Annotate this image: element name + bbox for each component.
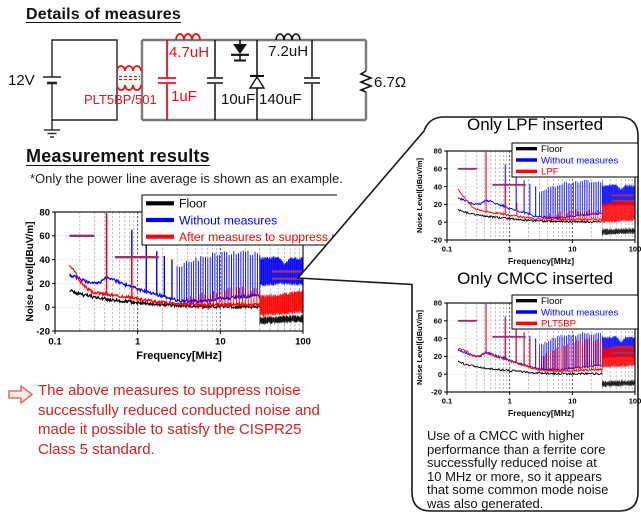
- cmcc-title: Only CMCC inserted: [457, 269, 613, 288]
- svg-text:40: 40: [434, 334, 442, 343]
- output-inductor-label: 7.2uH: [268, 43, 308, 60]
- svg-text:Floor: Floor: [541, 296, 564, 307]
- load-label: 6.7Ω: [374, 74, 406, 91]
- svg-text:0.1: 0.1: [48, 337, 62, 348]
- cmcc-symbol: [116, 65, 142, 91]
- svg-text:40: 40: [434, 182, 442, 191]
- svg-text:Frequency[MHz]: Frequency[MHz]: [136, 350, 222, 362]
- conclusion-arrow-icon: [8, 385, 33, 404]
- output-inductor-symbol: [275, 33, 301, 41]
- input-cap-symbol: [207, 40, 223, 120]
- svg-text:Without measures: Without measures: [179, 213, 277, 227]
- svg-text:1: 1: [508, 397, 512, 406]
- svg-text:1: 1: [135, 337, 141, 348]
- switch-transistor-symbol: [231, 40, 249, 62]
- conclusion-text: The above measures to suppress noise suc…: [38, 382, 320, 458]
- svg-text:40: 40: [39, 255, 50, 266]
- svg-text:Noise Level[dBuV/m]: Noise Level[dBuV/m]: [416, 157, 424, 233]
- svg-text:60: 60: [434, 165, 442, 174]
- svg-text:Frequency[MHz]: Frequency[MHz]: [508, 408, 574, 418]
- cmcc-label: PLT5BP/501: [84, 92, 157, 107]
- svg-text:80: 80: [434, 299, 442, 308]
- load-resistor: [358, 70, 374, 93]
- svg-text:-20: -20: [431, 388, 442, 397]
- page-title: Details of measures: [26, 6, 181, 23]
- svg-text:0: 0: [45, 303, 50, 314]
- svg-text:Without measures: Without measures: [541, 307, 619, 318]
- diode-symbol: [248, 40, 266, 120]
- source-voltage-label: 12V: [8, 72, 35, 89]
- svg-text:LPF: LPF: [541, 167, 559, 178]
- svg-text:60: 60: [434, 317, 442, 326]
- filter-inductor-label: 4.7uH: [169, 44, 209, 61]
- svg-text:0: 0: [438, 370, 442, 379]
- svg-text:Floor: Floor: [541, 144, 564, 155]
- svg-text:0.1: 0.1: [442, 245, 452, 254]
- callout-body: Use of a CMCC with higher performance th…: [427, 428, 609, 511]
- svg-text:20: 20: [39, 279, 50, 290]
- svg-text:PLT5BP: PLT5BP: [541, 319, 576, 330]
- results-heading: Measurement results: [26, 146, 210, 166]
- svg-text:10: 10: [568, 245, 576, 254]
- output-cap-label: 140uF: [259, 91, 302, 108]
- results-note: *Only the power line average is shown as…: [30, 171, 343, 186]
- svg-text:10: 10: [215, 337, 226, 348]
- svg-text:100: 100: [295, 337, 311, 348]
- svg-text:1: 1: [508, 245, 512, 254]
- svg-text:80: 80: [39, 207, 50, 218]
- lpf-title: Only LPF inserted: [466, 115, 604, 134]
- input-cap-label: 10uF: [221, 91, 255, 108]
- svg-text:100: 100: [629, 397, 641, 406]
- filter-cap-label: 1uF: [171, 88, 197, 105]
- svg-text:60: 60: [39, 231, 50, 242]
- svg-text:Noise Level[dBuV/m]: Noise Level[dBuV/m]: [25, 221, 36, 321]
- svg-text:-20: -20: [36, 326, 50, 337]
- filter-inductor-symbol: [175, 33, 201, 41]
- svg-text:Floor: Floor: [179, 197, 207, 211]
- source-loop: [43, 39, 118, 138]
- svg-text:0.1: 0.1: [442, 397, 452, 406]
- svg-text:After measures to suppress noi: After measures to suppress noise: [179, 230, 337, 244]
- svg-text:Frequency[MHz]: Frequency[MHz]: [508, 256, 574, 266]
- output-cap-symbol: [304, 40, 320, 120]
- svg-text:10: 10: [568, 397, 576, 406]
- circuit-diagram: 12V 6.7Ω PLT5BP/501 1uF 4.7uH: [8, 33, 406, 138]
- svg-text:100: 100: [629, 245, 641, 254]
- svg-text:-20: -20: [431, 236, 442, 245]
- svg-text:80: 80: [434, 147, 442, 156]
- svg-text:0: 0: [438, 218, 442, 227]
- svg-text:Without measures: Without measures: [541, 155, 619, 166]
- svg-text:20: 20: [434, 200, 442, 209]
- svg-text:Noise Level[dBuV/m]: Noise Level[dBuV/m]: [416, 309, 424, 385]
- filter-cap-symbol: [158, 40, 176, 120]
- svg-text:20: 20: [434, 352, 442, 361]
